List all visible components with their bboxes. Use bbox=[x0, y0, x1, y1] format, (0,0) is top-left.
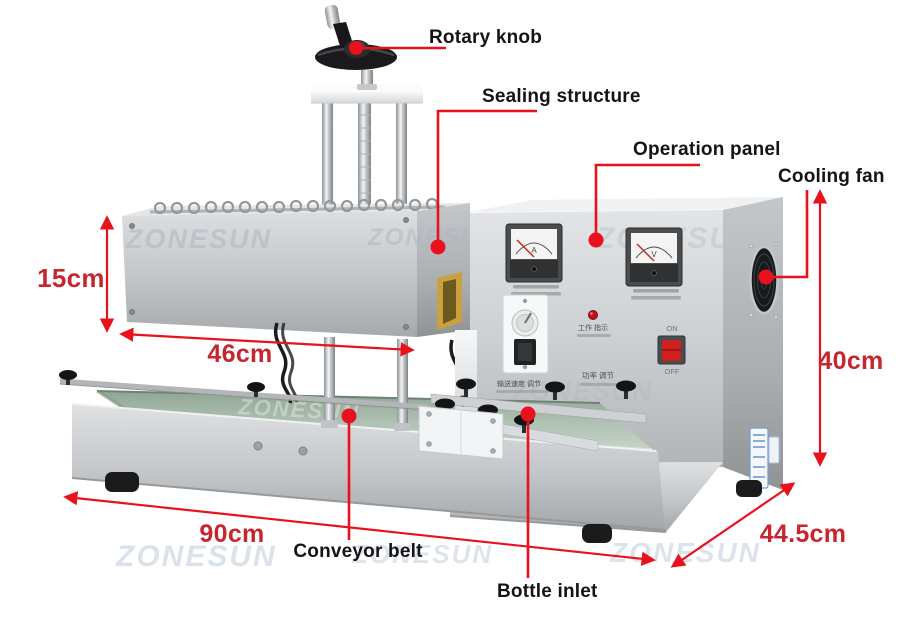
callout-dot-cooling-fan bbox=[758, 269, 774, 285]
ammeter-gauge: A bbox=[505, 223, 563, 296]
callout-dots bbox=[341, 41, 774, 424]
lead-screw-threads bbox=[358, 114, 371, 194]
body-top-face bbox=[465, 197, 783, 213]
dim-label-46cm: 46cm bbox=[207, 340, 273, 368]
power-switch: ON OFF bbox=[657, 324, 686, 376]
voltmeter-gauge: V bbox=[625, 227, 683, 300]
guide-rail-back bbox=[430, 393, 647, 424]
dim-label-90cm: 90cm bbox=[199, 520, 265, 548]
annotations bbox=[63, 46, 828, 578]
ammeter-letter: A bbox=[531, 246, 537, 255]
induction-coil bbox=[149, 197, 446, 215]
frame-screw bbox=[253, 441, 263, 451]
dim-arrow-46cm bbox=[119, 327, 415, 357]
rotary-knob-label: Rotary knob bbox=[429, 27, 543, 48]
lower-support-rods bbox=[321, 337, 411, 431]
conveyor-foot bbox=[105, 472, 139, 492]
dim-label-15cm: 15cm bbox=[37, 263, 105, 293]
top-plate-front bbox=[311, 92, 423, 103]
sealing-structure-label: Sealing structure bbox=[482, 86, 641, 107]
dim-arrow-44-5cm bbox=[670, 482, 796, 568]
off-label: OFF bbox=[665, 367, 680, 376]
callout-dot-operation-panel bbox=[588, 232, 604, 248]
sealing-head-front-face bbox=[122, 211, 417, 337]
cooling-fan-label: Cooling fan bbox=[778, 166, 885, 187]
bottle-inlet-guide bbox=[59, 330, 647, 460]
voltmeter-letter: V bbox=[651, 250, 657, 259]
callout-line-sealing-structure bbox=[436, 109, 537, 247]
conveyor-foot bbox=[582, 524, 612, 543]
callout-line-operation-panel bbox=[594, 163, 700, 240]
callout-dot-bottle-inlet bbox=[520, 406, 536, 422]
conveyor-belt-label: Conveyor belt bbox=[293, 541, 423, 562]
work-indicator-label: 工作 指示 bbox=[578, 323, 608, 332]
frame-screw bbox=[298, 446, 308, 456]
callout-line-cooling-fan bbox=[768, 190, 809, 279]
speed-adjust-label: 输送速度 调节 bbox=[497, 379, 541, 388]
on-label: ON bbox=[666, 324, 677, 333]
callout-dot-conveyor-belt bbox=[341, 408, 357, 424]
sealing-head-assembly: ZONESUN ZONESUN bbox=[122, 4, 499, 337]
brand-watermark: ZONESUN bbox=[125, 224, 272, 254]
support-column bbox=[455, 330, 477, 422]
lead-screw bbox=[358, 103, 371, 211]
dim-label-44-5cm: 44.5cm bbox=[759, 520, 847, 548]
speed-control-panel bbox=[502, 294, 549, 374]
bottle-inlet-label: Bottle inlet bbox=[497, 581, 598, 602]
operation-panel-label: Operation panel bbox=[633, 139, 781, 160]
guide-rail-left-edge bbox=[59, 383, 429, 411]
sealing-slot bbox=[437, 272, 462, 330]
brand-watermark: ZONESUN bbox=[367, 224, 499, 251]
spec-sticker bbox=[749, 427, 780, 489]
machine-foot bbox=[736, 480, 762, 497]
support-rod bbox=[322, 103, 333, 215]
support-rod bbox=[396, 103, 407, 215]
brand-watermark: ZONESUN bbox=[609, 537, 761, 568]
guide-rail-left bbox=[59, 378, 429, 410]
work-indicator-light: 工作 指示 bbox=[577, 310, 611, 337]
dim-arrow-90cm bbox=[63, 491, 656, 566]
dim-label-40cm: 40cm bbox=[818, 347, 884, 375]
callout-dot-sealing-structure bbox=[430, 239, 446, 255]
callout-dot-rotary-knob bbox=[349, 41, 363, 55]
power-adjust-label: 功率 调节 bbox=[582, 370, 615, 380]
inlet-bracket bbox=[418, 405, 504, 460]
